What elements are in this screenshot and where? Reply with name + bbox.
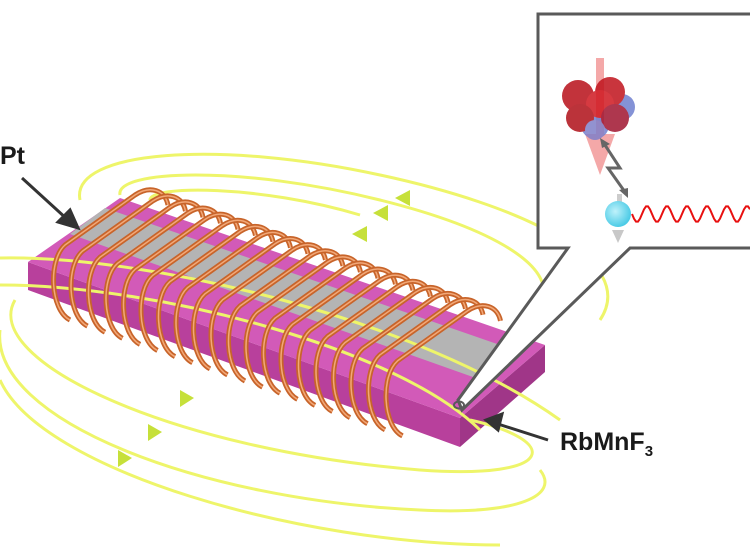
- field-direction-arrow-icon: [395, 190, 410, 206]
- coil-highlight: [227, 250, 344, 382]
- coil-highlight: [87, 201, 204, 333]
- copper-coil: [51, 187, 503, 439]
- coil-highlight: [70, 195, 187, 327]
- coil-highlight: [350, 292, 467, 425]
- field-direction-arrow-icon: [180, 390, 194, 407]
- pointer-arrow-icon: [483, 411, 505, 433]
- label-pt: Pt: [0, 142, 25, 170]
- label-rbmnf3: RbMnF3: [560, 428, 653, 460]
- coil-highlight: [385, 304, 502, 437]
- field-direction-arrow-icon: [118, 450, 132, 467]
- coil-highlight: [157, 225, 274, 358]
- mn-spin-orbital: [562, 77, 635, 140]
- coil-highlight: [52, 189, 169, 321]
- coil-highlight: [175, 231, 292, 364]
- coil-highlight: [105, 207, 222, 339]
- field-direction-arrows: [118, 190, 410, 467]
- coil-highlight: [192, 237, 309, 370]
- coil-highlight: [332, 286, 449, 419]
- field-direction-arrow-icon: [352, 226, 367, 242]
- coupling-zigzag-icon: [601, 141, 627, 193]
- pointer-arrow-icon: [55, 207, 81, 231]
- coil-highlight: [262, 262, 379, 394]
- label-rbmnf3-base: RbMnF: [560, 428, 645, 456]
- spin-arrow-icon: [612, 230, 624, 243]
- pointer-arrows: [20, 176, 549, 442]
- coil-highlight: [315, 280, 432, 413]
- field-direction-arrow-icon: [148, 424, 162, 441]
- coil-highlight: [245, 256, 362, 388]
- coil-highlight: [140, 219, 257, 352]
- magnon-ball: [605, 201, 631, 227]
- inset-callout: [453, 12, 750, 413]
- coil-highlight: [122, 213, 239, 346]
- label-rbmnf3-subscript: 3: [644, 443, 654, 460]
- coil-highlight: [367, 298, 484, 431]
- field-direction-arrow-icon: [373, 205, 388, 221]
- coil-highlight: [210, 243, 327, 376]
- coil-highlight: [280, 268, 397, 400]
- coil-highlight: [297, 274, 414, 407]
- photon-wave: [631, 205, 750, 223]
